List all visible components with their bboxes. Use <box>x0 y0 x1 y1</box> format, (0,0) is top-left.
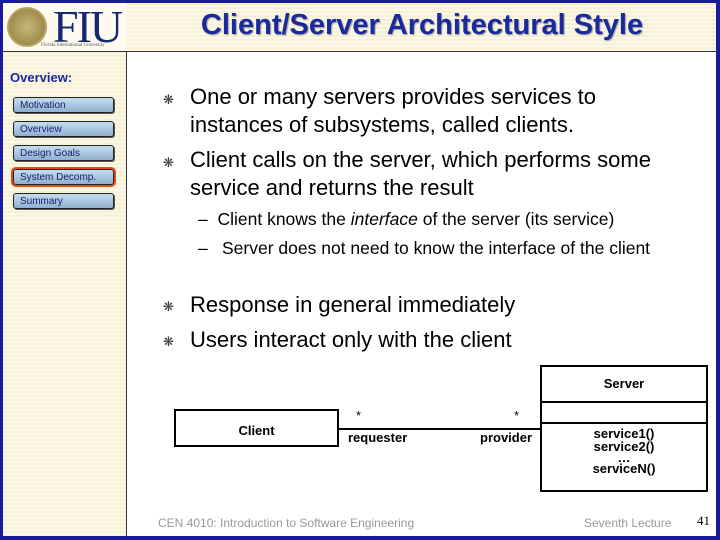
dash: – <box>198 238 208 258</box>
footer-course: CEN 4010: Introduction to Software Engin… <box>158 516 415 530</box>
subbullet-1: – Client knows the interface of the serv… <box>198 207 614 232</box>
server-class: Server service1() service2() … serviceN(… <box>540 365 708 492</box>
bullet-3: Response in general immediately <box>190 292 516 317</box>
bullet-1: One or many servers provides services to… <box>190 84 596 137</box>
header <box>127 3 716 52</box>
emphasis: interface <box>350 209 418 229</box>
seal-icon <box>7 7 47 47</box>
nav-overview[interactable]: Overview <box>13 121 114 137</box>
client-class: Client <box>174 409 339 447</box>
nav-motivation[interactable]: Motivation <box>13 97 114 113</box>
multiplicity-right: * <box>514 408 520 423</box>
nav-summary[interactable]: Summary <box>13 193 114 209</box>
association-line <box>339 428 555 430</box>
bullet-icon: ❋ <box>163 334 174 349</box>
sidebar-heading: Overview: <box>10 70 73 85</box>
text: of the server (its service) <box>417 209 615 229</box>
dash: – <box>198 209 208 229</box>
bullet-4: Users interact only with the client <box>190 327 512 352</box>
slide-title: Client/Server Architectural Style <box>200 9 644 41</box>
op: serviceN() <box>592 461 656 476</box>
role-requester: requester <box>348 430 408 445</box>
text: Client knows the <box>217 209 351 229</box>
server-name: Server <box>542 367 706 403</box>
logo-text: FIU <box>53 1 123 52</box>
fiu-logo: FIU Florida International University <box>3 1 127 52</box>
footer-lecture: Seventh Lecture <box>584 516 672 530</box>
op: service2() <box>593 439 655 454</box>
multiplicity-left: * <box>356 408 362 423</box>
bullet-icon: ❋ <box>163 155 174 170</box>
logo-subtext: Florida International University <box>41 43 105 48</box>
bullet-icon: ❋ <box>163 299 174 314</box>
bullet-icon: ❋ <box>163 92 174 107</box>
nav-design-goals[interactable]: Design Goals <box>13 145 114 161</box>
bullet-2: Client calls on the server, which perfor… <box>190 147 651 200</box>
sidebar <box>3 3 127 536</box>
subbullet-2: –Server does not need to know the interf… <box>198 236 678 261</box>
op: service1() <box>593 426 655 441</box>
server-attributes <box>542 403 706 424</box>
op: … <box>617 450 631 465</box>
nav-system-decomp[interactable]: System Decomp. <box>11 167 116 187</box>
text: Server does not need to know the interfa… <box>222 238 651 258</box>
server-operations: service1() service2() … serviceN() <box>542 424 706 475</box>
page-number: 41 <box>697 513 710 528</box>
role-provider: provider <box>480 430 533 445</box>
